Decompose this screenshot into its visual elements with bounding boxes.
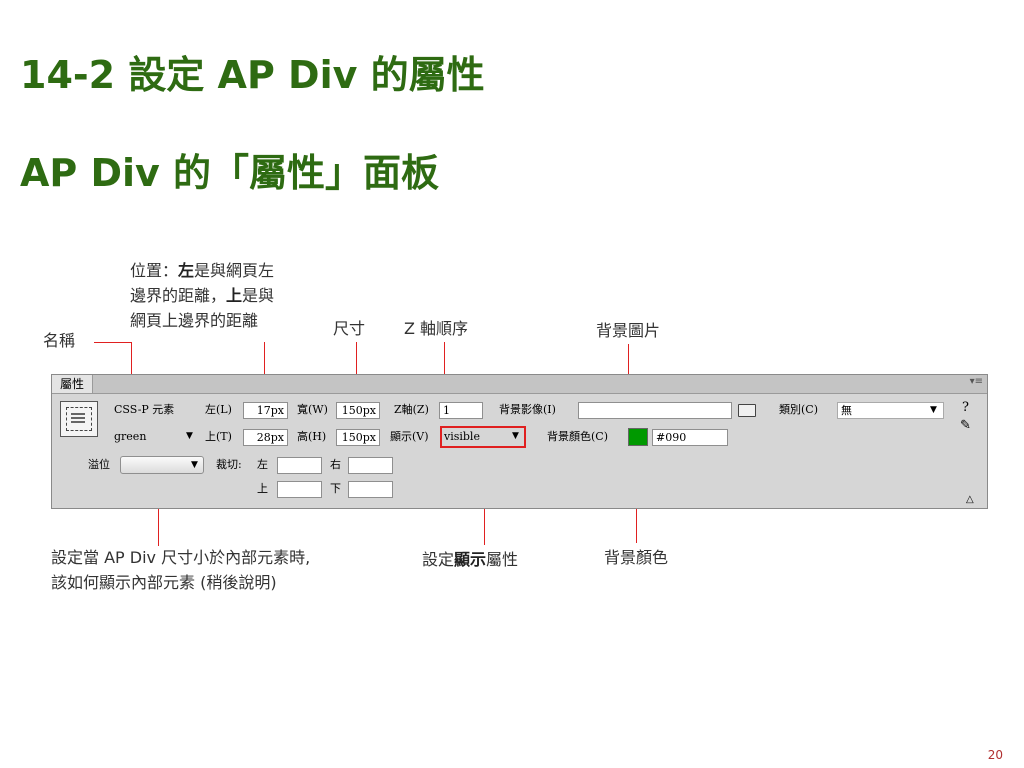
id-select-value: green	[114, 430, 147, 443]
top-input[interactable]: 28px	[243, 429, 288, 446]
tab-properties[interactable]: 屬性	[52, 375, 94, 393]
callout-bg-image: 背景圖片	[596, 321, 661, 340]
overflow-select[interactable]: ▼	[120, 456, 204, 474]
clip-right-input[interactable]	[348, 457, 393, 474]
bg-image-input[interactable]	[578, 402, 732, 419]
callout-zindex: Z 軸順序	[404, 319, 469, 338]
clip-top-input[interactable]	[277, 481, 322, 498]
collapse-icon[interactable]: △	[966, 494, 974, 505]
color-swatch-button[interactable]	[628, 428, 648, 446]
class-label: 類別(C)	[779, 403, 818, 416]
callout-size: 尺寸	[333, 319, 366, 338]
visibility-label: 顯示(V)	[390, 430, 429, 443]
ap-div-icon	[60, 401, 98, 437]
chevron-down-icon: ▼	[191, 460, 198, 470]
height-input[interactable]: 150px	[336, 429, 380, 446]
height-label: 高(H)	[297, 430, 327, 443]
bg-color-input[interactable]: #090	[652, 429, 728, 446]
clip-bottom-input[interactable]	[348, 481, 393, 498]
z-index-label: Z軸(Z)	[394, 403, 429, 416]
visibility-highlight	[440, 426, 526, 448]
left-label: 左(L)	[205, 403, 232, 416]
clip-bottom-label: 下	[330, 482, 341, 495]
folder-icon[interactable]	[738, 404, 756, 417]
callout-line-name-h	[94, 342, 132, 343]
callout-visibility: 設定顯示屬性	[422, 550, 519, 569]
bg-image-label: 背景影像(I)	[499, 403, 556, 416]
callout-line-zindex	[444, 342, 445, 404]
edit-rule-icon[interactable]: ✎	[960, 418, 971, 433]
chevron-down-icon: ▼	[930, 405, 937, 415]
callout-overflow: 設定當 AP Div 尺寸小於內部元素時, 該如何顯示內部元素 (稍後說明)	[51, 548, 311, 592]
top-label: 上(T)	[205, 430, 232, 443]
help-icon[interactable]: ?	[962, 400, 969, 415]
z-index-input[interactable]: 1	[439, 402, 483, 419]
slide-title: 14-2 設定 AP Div 的屬性	[20, 53, 485, 97]
class-select-value: 無	[841, 404, 852, 417]
callout-line-size	[356, 342, 357, 404]
panel-menu-icon[interactable]: ▾≡	[969, 376, 983, 387]
callout-bg-color: 背景顏色	[604, 548, 669, 567]
clip-top-label: 上	[257, 482, 268, 495]
callout-position: 位置：左是與網頁左 邊界的距離，上是與 網頁上邊界的距離	[130, 261, 275, 330]
callout-line-overflow	[158, 476, 159, 546]
chevron-down-icon: ▼	[186, 431, 193, 441]
visibility-select[interactable]: visible ▼	[444, 428, 524, 445]
id-select[interactable]: green ▼	[114, 428, 198, 445]
clip-label: 裁切:	[216, 458, 242, 471]
page-number: 20	[987, 748, 1003, 762]
bg-color-label: 背景顏色(C)	[547, 430, 608, 443]
slide-subtitle: AP Div 的「屬性」面板	[20, 151, 440, 195]
clip-left-label: 左	[257, 458, 268, 471]
left-input[interactable]: 17px	[243, 402, 288, 419]
chevron-down-icon: ▼	[512, 431, 519, 441]
width-input[interactable]: 150px	[336, 402, 380, 419]
overflow-label: 溢位	[88, 458, 110, 471]
visibility-select-value: visible	[444, 430, 480, 443]
clip-left-input[interactable]	[277, 457, 322, 474]
element-type-label: CSS-P 元素	[114, 403, 175, 416]
properties-panel: 屬性 ▾≡ CSS-P 元素 green ▼ 左(L) 17px 上(T) 28…	[51, 374, 988, 509]
clip-right-label: 右	[330, 458, 341, 471]
width-label: 寬(W)	[297, 403, 328, 416]
callout-line-position	[264, 342, 265, 404]
panel-tabbar: 屬性 ▾≡	[52, 375, 987, 394]
callout-name: 名稱	[43, 331, 76, 350]
class-select[interactable]: 無 ▼	[837, 402, 944, 419]
